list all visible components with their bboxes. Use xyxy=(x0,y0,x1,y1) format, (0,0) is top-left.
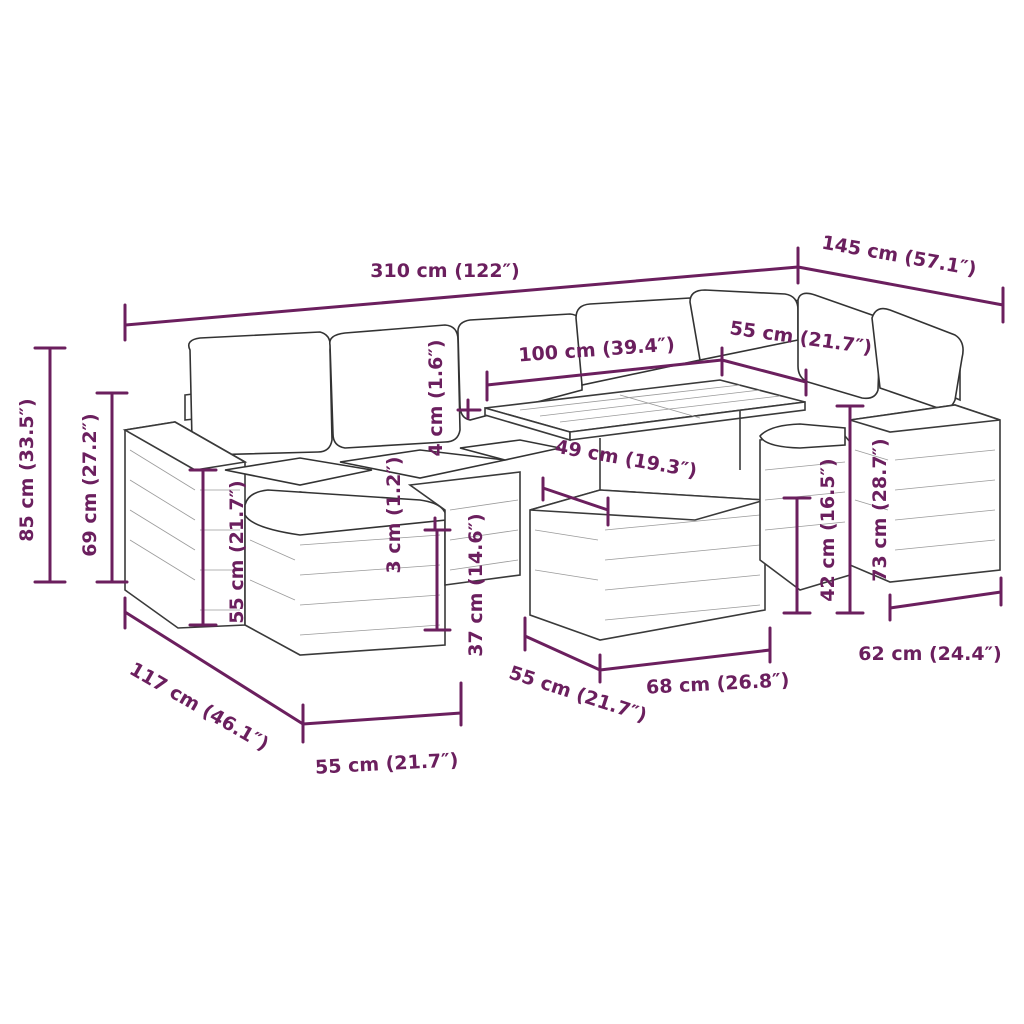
label-seat-depth-inner: 55 cm (21.7″) xyxy=(226,480,248,623)
label-cushion-thickness: 3 cm (1.2″) xyxy=(383,456,405,573)
back-cushion-6 xyxy=(797,292,882,400)
label-total-width: 310 cm (122″) xyxy=(370,260,519,282)
label-back-height: 85 cm (33.5″) xyxy=(16,398,38,541)
back-cushion-2 xyxy=(328,324,461,449)
label-side-table-width: 62 cm (24.4″) xyxy=(858,643,1001,665)
label-table-top-thickness: 4 cm (1.6″) xyxy=(425,339,447,456)
label-table-base-width: 68 cm (26.8″) xyxy=(645,669,789,698)
label-arm-height: 69 cm (27.2″) xyxy=(79,413,101,556)
back-cushion-7 xyxy=(871,307,964,410)
back-cushion-1 xyxy=(187,331,333,456)
seat-cushion-1 xyxy=(224,457,373,486)
label-ottoman-height: 37 cm (14.6″) xyxy=(465,513,487,656)
dimension-lines xyxy=(33,246,1005,744)
label-seat-height: 42 cm (16.5″) xyxy=(817,458,839,601)
sofa-set-illustration xyxy=(122,289,1001,656)
label-ottoman-width: 55 cm (21.7″) xyxy=(314,749,458,778)
seat-cushion-3 xyxy=(459,439,561,461)
label-total-depth: 145 cm (57.1″) xyxy=(820,232,978,281)
label-table-height: 73 cm (28.7″) xyxy=(869,438,891,581)
seat-cushion-right xyxy=(759,423,846,449)
label-table-leg-height: 49 cm (19.3″) xyxy=(553,436,698,483)
label-table-base-depth: 55 cm (21.7″) xyxy=(506,662,649,727)
label-left-depth: 117 cm (46.1″) xyxy=(126,658,273,755)
